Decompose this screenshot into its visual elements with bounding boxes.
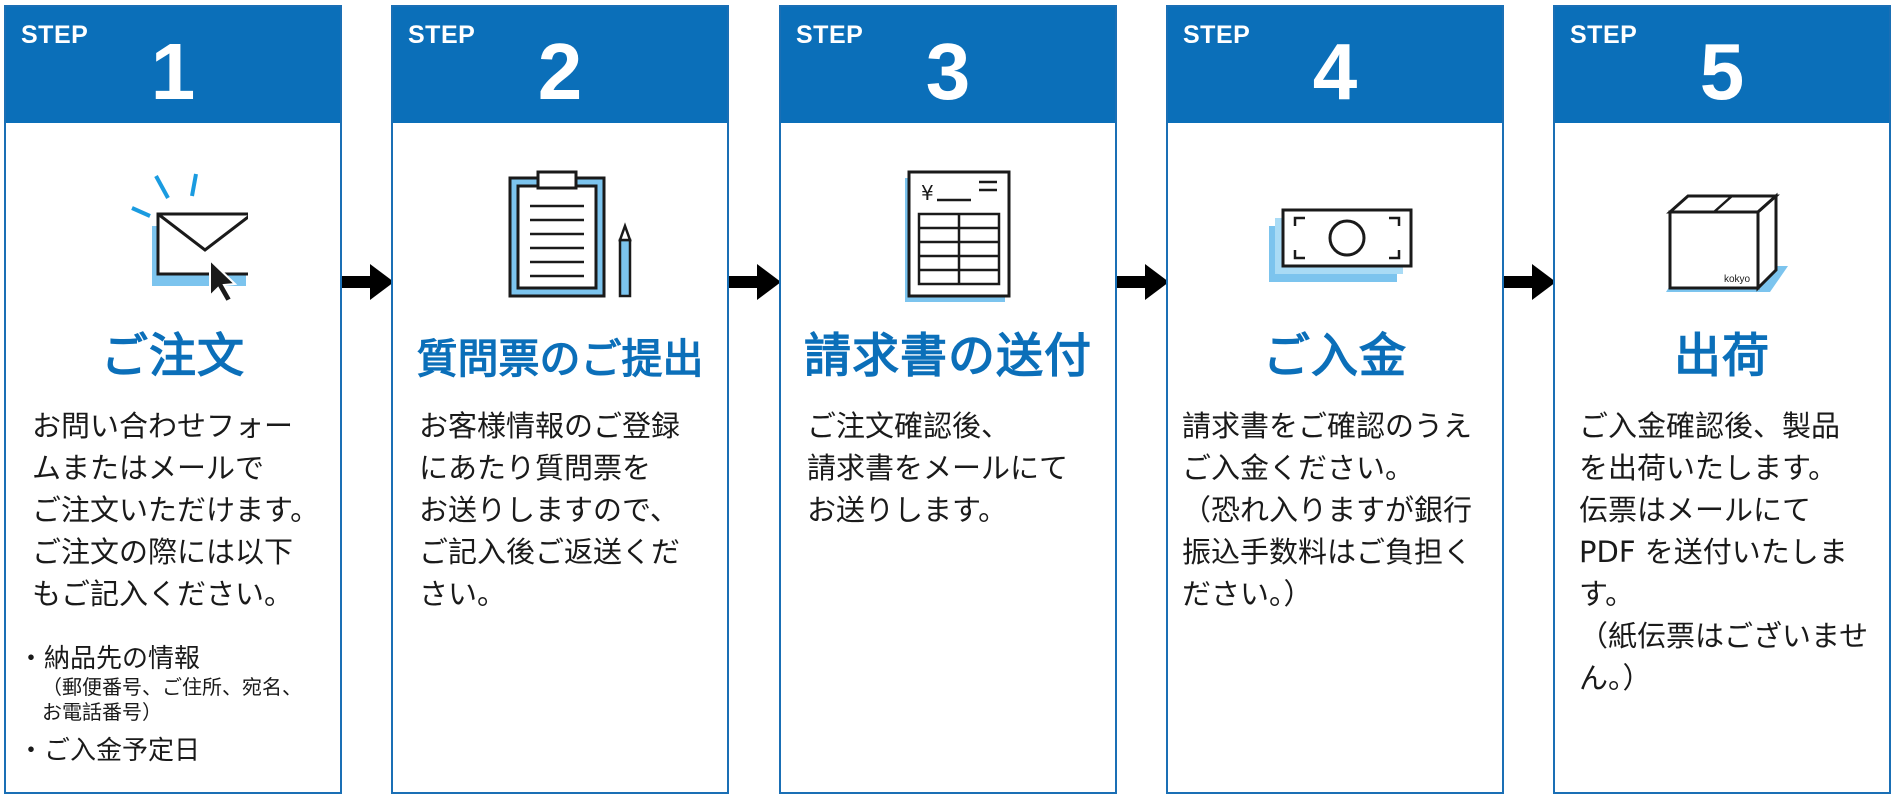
arrow-right-icon	[729, 264, 781, 300]
description-line: す。	[1579, 577, 1635, 611]
step-title: 請求書の送付	[804, 329, 1092, 384]
step-number: 5	[1699, 27, 1745, 116]
step-card-2: STEP 2 質問票のご提出 お客様情報のご登録 にあたり質問票を お送りします…	[391, 5, 729, 794]
step-description: お客様情報のご登録 にあたり質問票を お送りしますので、 ご記入後ご返送くだ さ…	[419, 405, 717, 615]
step-description: 請求書をご確認のうえ ご入金ください。 （恐れ入りますが銀行 振込手数料はご負担…	[1182, 405, 1498, 615]
description-line: を出荷いたします。	[1579, 451, 1838, 485]
description-line: ご注文の際には以下	[32, 535, 294, 569]
arrow-right-icon	[342, 264, 394, 300]
step-title: 質問票のご提出	[416, 335, 704, 383]
clipboard-pencil-icon	[393, 157, 727, 312]
description-line: ご入金確認後、製品	[1579, 409, 1841, 443]
description-line: ださい。）	[1182, 577, 1313, 611]
description-line: ん。）	[1579, 661, 1652, 695]
description-line: お客様情報のご登録	[419, 409, 681, 443]
bullet-item: ・納品先の情報	[18, 644, 201, 674]
required-info-list: ・納品先の情報 （郵便番号、ご住所、宛名、 お電話番号） ・ご入金予定日	[18, 643, 336, 767]
step-label: STEP	[21, 21, 89, 49]
description-line: PDF を送付いたしま	[1579, 535, 1848, 569]
mail-click-icon	[6, 157, 340, 312]
invoice-icon: ¥	[781, 157, 1115, 312]
description-line: ご入金ください。	[1182, 451, 1415, 485]
step-description: ご注文確認後、 請求書をメールにて お送りします。	[807, 405, 1105, 531]
step-header-3: STEP 3	[781, 7, 1115, 123]
step-title: ご入金	[1263, 329, 1407, 384]
description-line: さい。	[419, 577, 507, 611]
description-line: （紙伝票はございませ	[1579, 619, 1869, 653]
step-label: STEP	[796, 21, 864, 49]
step-description: ご入金確認後、製品 を出荷いたします。 伝票はメールにて PDF を送付いたしま…	[1579, 405, 1885, 699]
description-line: もご記入ください。	[32, 577, 294, 611]
step-number: 3	[925, 27, 971, 116]
description-line: ムまたはメールで	[32, 451, 265, 485]
step-description: お問い合わせフォー ムまたはメールで ご注文いただけます。 ご注文の際には以下 …	[32, 405, 330, 615]
description-line: （恐れ入りますが銀行	[1182, 493, 1473, 527]
step-header-4: STEP 4	[1168, 7, 1502, 123]
bullet-item: ・ご入金予定日	[18, 736, 201, 766]
step-card-1: STEP 1 ご注文 お問い合わせフォー ムまたはメールで ご注文いただけます。…	[4, 5, 342, 794]
step-label: STEP	[1570, 21, 1638, 49]
step-header-5: STEP 5	[1555, 7, 1889, 123]
step-label: STEP	[1183, 21, 1251, 49]
bullet-subtext: お電話番号）	[42, 700, 162, 724]
bullet-subtext: （郵便番号、ご住所、宛名、	[42, 675, 302, 699]
step-card-3: STEP 3 ¥ 請求書の送付 ご注文確認後、 請求書をメールにて お送りします…	[779, 5, 1117, 794]
yen-symbol: ¥	[921, 181, 934, 205]
description-line: お送りしますので、	[419, 493, 679, 527]
step-number: 2	[537, 27, 583, 116]
arrow-right-icon	[1117, 264, 1169, 300]
step-number: 1	[150, 27, 196, 116]
description-line: にあたり質問票を	[419, 451, 652, 485]
step-title: 出荷	[1674, 329, 1770, 384]
step-header-2: STEP 2	[393, 7, 727, 123]
description-line: 伝票はメールにて	[1579, 493, 1812, 527]
step-label: STEP	[408, 21, 476, 49]
box-label: kokyo	[1724, 274, 1751, 285]
step-card-5: STEP 5 kokyo 出荷 ご入金確認後、製品 を出荷いたします。 伝票はメ…	[1553, 5, 1891, 794]
step-number: 4	[1312, 27, 1358, 116]
description-line: 請求書をご確認のうえ	[1182, 409, 1473, 443]
description-line: ご注文確認後、	[807, 409, 1011, 443]
description-line: 請求書をメールにて	[807, 451, 1069, 485]
description-line: ご注文いただけます。	[32, 493, 320, 527]
arrow-right-icon	[1504, 264, 1556, 300]
step-header-1: STEP 1	[6, 7, 340, 123]
banknote-icon	[1168, 157, 1502, 312]
package-box-icon: kokyo	[1555, 157, 1889, 312]
description-line: 振込手数料はご負担く	[1182, 535, 1473, 569]
step-title: ご注文	[101, 329, 245, 384]
description-line: お送りします。	[807, 493, 1008, 527]
step-card-4: STEP 4 ご入金 請求書をご確認のうえ ご入金ください。 （恐れ入りますが銀…	[1166, 5, 1504, 794]
description-line: お問い合わせフォー	[32, 409, 294, 443]
description-line: ご記入後ご返送くだ	[419, 535, 681, 569]
